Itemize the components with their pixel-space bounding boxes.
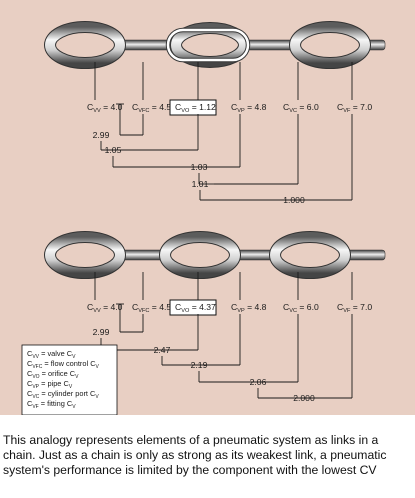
combined-cv-1: 2.99	[93, 130, 110, 140]
chain-connector-2	[242, 39, 298, 51]
combined-cv-3: 2.19	[191, 360, 208, 370]
combined-cv-4: 2.06	[250, 377, 267, 387]
legend-item-vp: CVP = pipe CV	[27, 379, 73, 390]
legend-item-vc: CVC = cylinder port CV	[27, 389, 99, 400]
chain-link-2	[160, 232, 240, 278]
combined-cv-5: 1.000	[283, 195, 305, 205]
combined-cv-2: 2.47	[154, 345, 171, 355]
combined-cv-1: 2.99	[93, 327, 110, 337]
combined-cv-5: 2.000	[293, 393, 315, 403]
legend-item-vfc: CVFC = flow control CV	[27, 359, 100, 370]
combined-cv-4: 1.01	[192, 179, 209, 189]
weak-link	[166, 28, 250, 62]
chain-link-3	[290, 22, 370, 68]
weak-link-value-box	[169, 299, 217, 316]
chain-link-3	[270, 232, 350, 278]
weak-link-value-box	[169, 99, 217, 116]
legend-item-vv: CVV = valve CV	[27, 349, 76, 360]
legend-box	[21, 344, 118, 415]
combined-cv-2: 1.05	[105, 145, 122, 155]
chain-link-1	[45, 22, 125, 68]
chain-link-1	[45, 232, 125, 278]
figure-caption: This analogy represents elements of a pn…	[3, 433, 387, 477]
legend-item-vf: CVF = fitting CV	[27, 399, 76, 410]
combined-cv-3: 1.03	[191, 162, 208, 172]
legend-item-vo: CVO = orifice CV	[27, 369, 79, 380]
